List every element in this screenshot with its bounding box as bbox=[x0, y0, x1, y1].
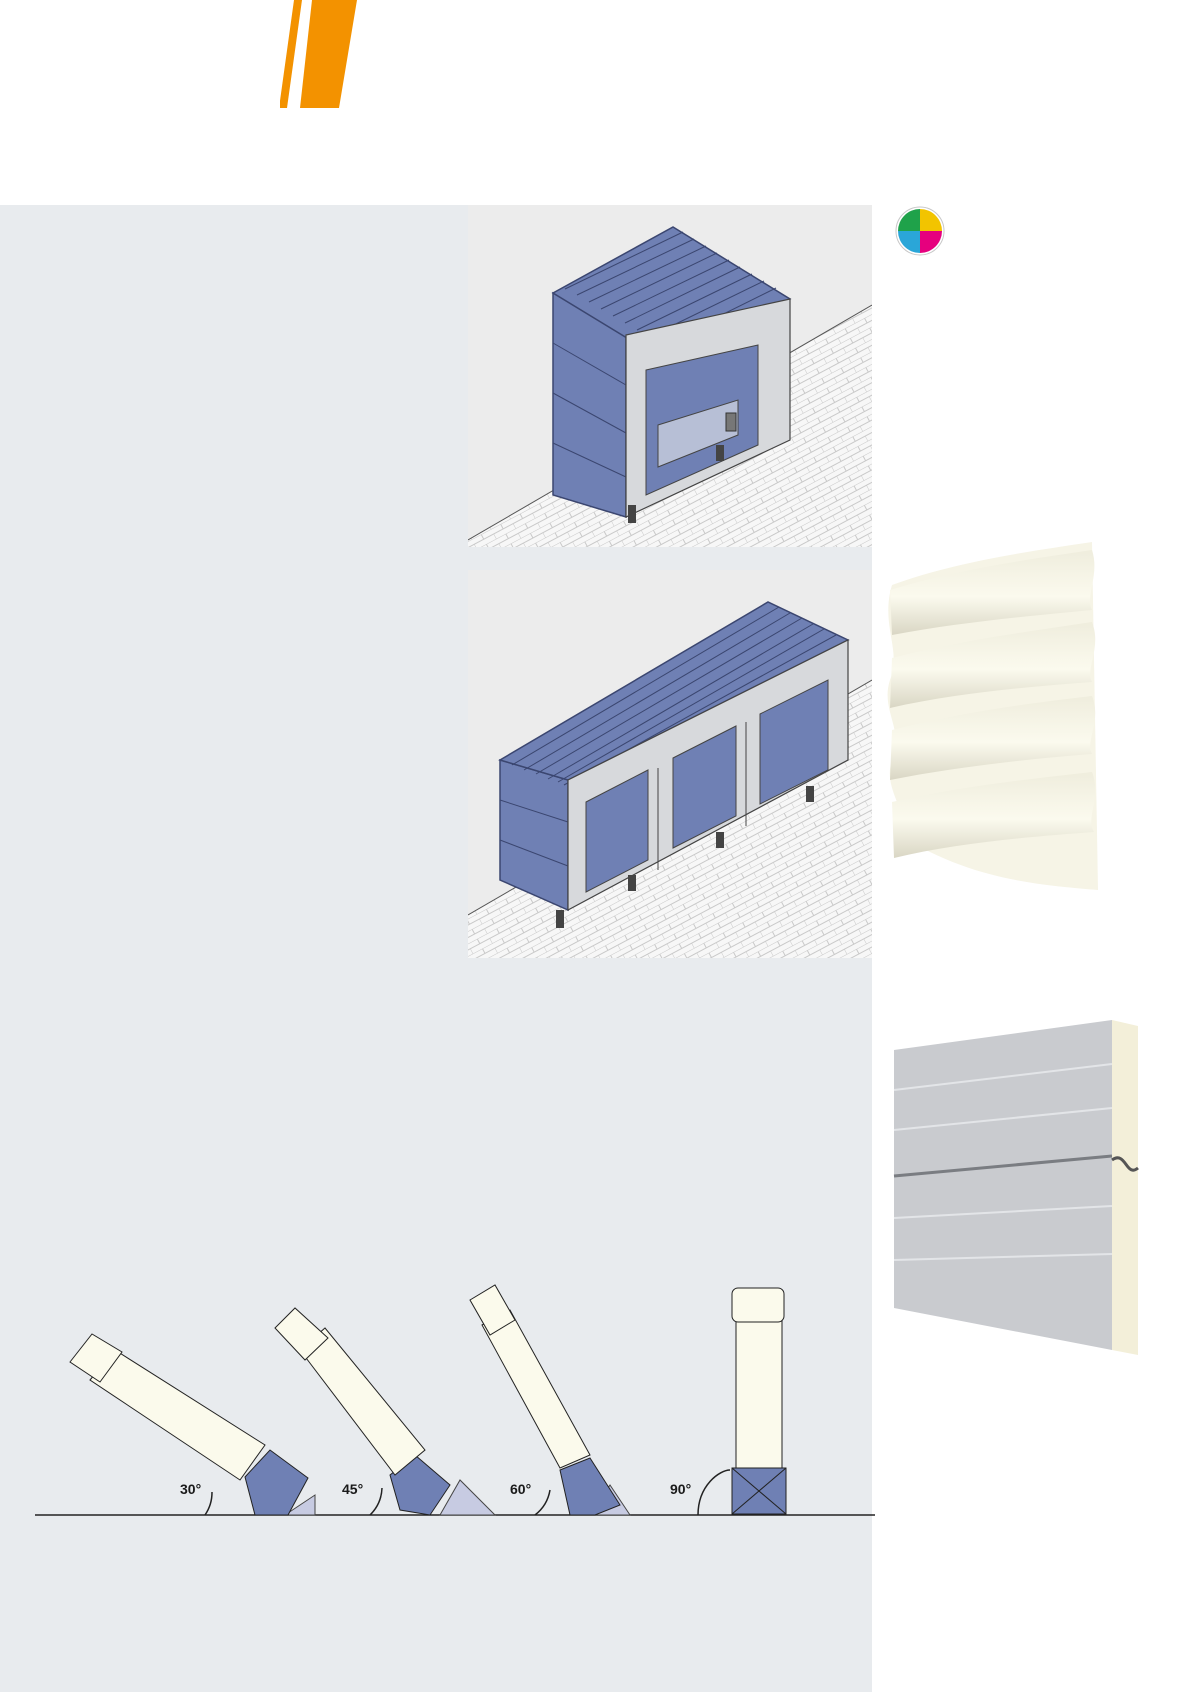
hinge-angle-diagram: 30° 45° 60° 90° bbox=[35, 1284, 875, 1516]
angle-30-label: 30° bbox=[180, 1481, 201, 1497]
angle-45-figure: 45° bbox=[274, 1307, 497, 1516]
dock-shelter-single-image bbox=[468, 205, 872, 547]
angle-60-figure: 60° bbox=[469, 1284, 631, 1516]
color-wheel-icon bbox=[895, 206, 945, 256]
angle-45-label: 45° bbox=[342, 1481, 363, 1497]
angle-30-figure: 30° bbox=[69, 1333, 316, 1516]
brand-slash-logo bbox=[280, 0, 357, 108]
angle-60-label: 60° bbox=[510, 1481, 531, 1497]
insulated-panel-sample-image bbox=[893, 1020, 1139, 1355]
angle-90-label: 90° bbox=[670, 1481, 691, 1497]
dock-shelter-triple-image bbox=[468, 570, 872, 958]
angle-90-figure: 90° bbox=[670, 1287, 787, 1516]
bellows-material-sample-image bbox=[887, 542, 1098, 890]
